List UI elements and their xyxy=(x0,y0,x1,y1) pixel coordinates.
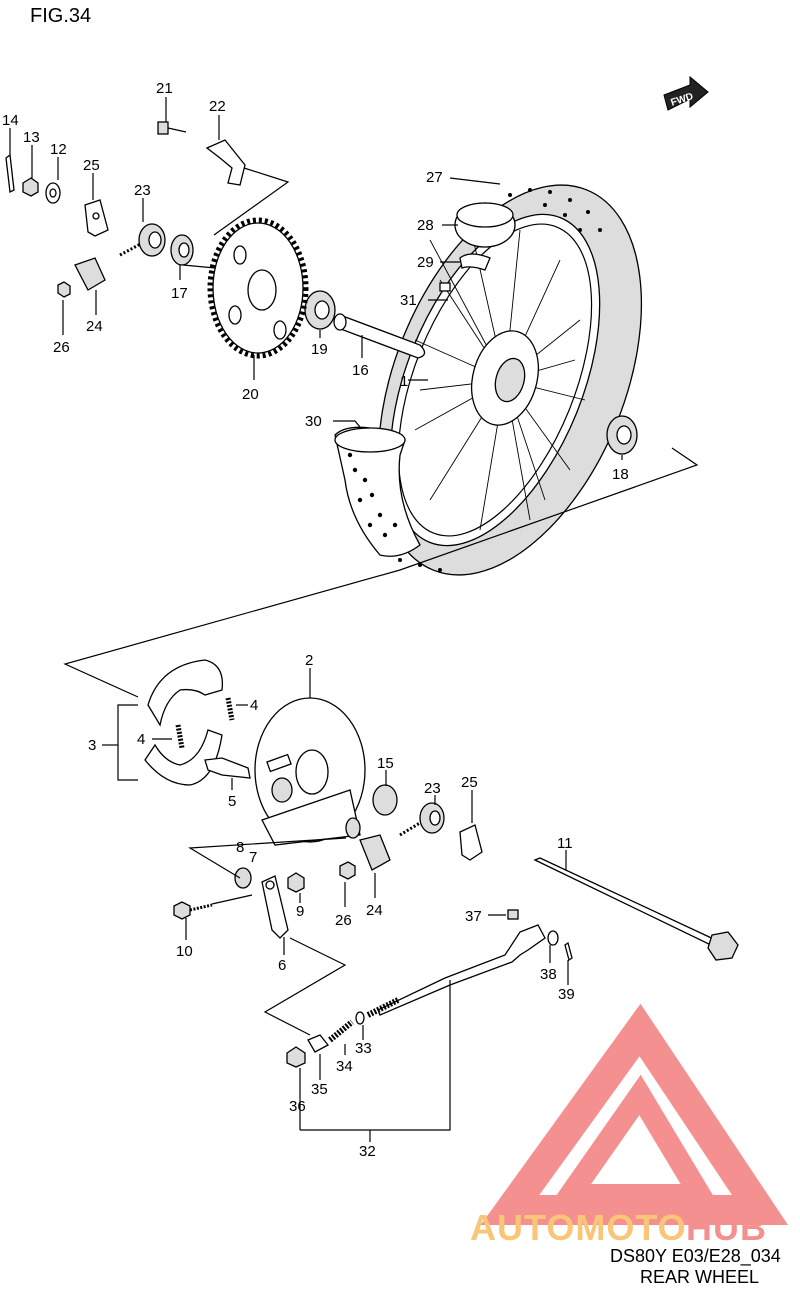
part-label: 14 xyxy=(2,112,19,129)
part-label: 35 xyxy=(311,1081,328,1098)
chain-adjuster-23-top xyxy=(119,223,166,257)
brake-cam-5 xyxy=(204,757,251,779)
part-label: 3 xyxy=(88,737,96,754)
brake-shoes-3 xyxy=(144,659,224,786)
part-label: 2 xyxy=(305,652,313,669)
part-label: 13 xyxy=(23,129,40,146)
part-label: 1 xyxy=(400,373,408,390)
cotter-pin-14 xyxy=(5,153,15,193)
brake-arm-6 xyxy=(261,875,289,939)
joint-35 xyxy=(307,1034,329,1053)
bearing-18 xyxy=(606,415,638,455)
plate-25-top xyxy=(84,199,109,237)
part-label: 15 xyxy=(377,755,394,772)
part-label: 24 xyxy=(86,318,103,335)
lock-washer-22 xyxy=(205,139,246,186)
part-label: 23 xyxy=(424,780,441,797)
part-label: 25 xyxy=(83,157,100,174)
part-label: 5 xyxy=(228,793,236,810)
part-label: 39 xyxy=(558,986,575,1003)
chain-adjuster-23-lower xyxy=(399,802,445,837)
washer-38 xyxy=(547,930,559,946)
nut-9 xyxy=(287,872,305,893)
spacer-16 xyxy=(333,313,426,359)
part-label: 17 xyxy=(171,285,188,302)
part-number-labels: 1 2 3 4 4 5 6 7 8 9 10 11 12 13 14 15 16… xyxy=(2,80,629,1160)
collar-15 xyxy=(372,784,398,816)
automotohub-logo: AUTOMOTO HUB xyxy=(470,1003,789,1248)
part-label: 9 xyxy=(296,903,304,920)
part-label: 28 xyxy=(417,217,434,234)
nut-26-top xyxy=(57,281,71,298)
nut-36 xyxy=(286,1046,306,1068)
bearing-19 xyxy=(304,290,336,330)
watermark-part2: HUB xyxy=(686,1207,767,1248)
bracket-24-lower xyxy=(359,834,391,871)
part-label: 38 xyxy=(540,966,557,983)
bolt-21 xyxy=(157,121,187,135)
part-label: 34 xyxy=(336,1058,353,1075)
rim-band-29 xyxy=(459,253,491,271)
axle-11 xyxy=(533,857,739,961)
part-label: 21 xyxy=(156,80,173,97)
collar-17 xyxy=(170,234,194,266)
part-label: 27 xyxy=(426,169,443,186)
plate-25-lower xyxy=(459,824,483,861)
part-label: 26 xyxy=(53,339,70,356)
part-label: 20 xyxy=(242,386,259,403)
part-label: 10 xyxy=(176,943,193,960)
part-label: 4 xyxy=(137,731,145,748)
tire-section-30 xyxy=(334,426,421,557)
bolt-37 xyxy=(507,909,519,920)
part-label: 18 xyxy=(612,466,629,483)
fwd-arrow-icon: FWD xyxy=(663,75,709,111)
part-label: 24 xyxy=(366,902,383,919)
part-label: 30 xyxy=(305,413,322,430)
figure-label: FIG.34 xyxy=(30,5,91,27)
diagram-title: REAR WHEEL xyxy=(640,1267,759,1287)
watermark-part1: AUTOMOTO xyxy=(470,1207,687,1248)
part-label: 4 xyxy=(250,697,258,714)
brake-rod-32 xyxy=(366,924,546,1018)
part-label: 26 xyxy=(335,912,352,929)
part-label: 6 xyxy=(278,957,286,974)
part-label: 29 xyxy=(417,254,434,271)
cotter-pin-39 xyxy=(564,941,573,962)
diagram-code: DS80Y E03/E28_034 xyxy=(610,1246,781,1267)
part-label: 12 xyxy=(50,141,67,158)
part-label: 19 xyxy=(311,341,328,358)
sprocket-20 xyxy=(207,217,309,359)
part-label: 36 xyxy=(289,1098,306,1115)
part-label: 31 xyxy=(400,292,417,309)
spring-34 xyxy=(328,1019,354,1043)
spring-4-upper xyxy=(225,697,235,721)
part-label: 33 xyxy=(355,1040,372,1057)
brake-panel-2 xyxy=(254,697,366,846)
part-label: 37 xyxy=(465,908,482,925)
bracket-24-top xyxy=(74,257,106,291)
part-label: 32 xyxy=(359,1143,376,1160)
guide-lines-top xyxy=(9,97,699,698)
valve-31 xyxy=(439,282,451,292)
tube-28 xyxy=(454,202,516,248)
guide-lines-lower xyxy=(102,668,569,1142)
spring-4-lower xyxy=(175,724,185,749)
part-label: 8 xyxy=(236,839,244,856)
part-label: 23 xyxy=(134,182,151,199)
nut-26-lower xyxy=(339,861,356,880)
part-label: 25 xyxy=(461,774,478,791)
part-label: 7 xyxy=(249,849,257,866)
washer-12 xyxy=(45,182,61,204)
part-label: 11 xyxy=(557,835,573,852)
nut-13 xyxy=(22,177,39,197)
part-label: 22 xyxy=(209,98,226,115)
washer-33 xyxy=(355,1011,365,1025)
part-label: 16 xyxy=(352,362,369,379)
bolt-10 xyxy=(173,901,213,920)
seal-7-8 xyxy=(234,867,252,889)
